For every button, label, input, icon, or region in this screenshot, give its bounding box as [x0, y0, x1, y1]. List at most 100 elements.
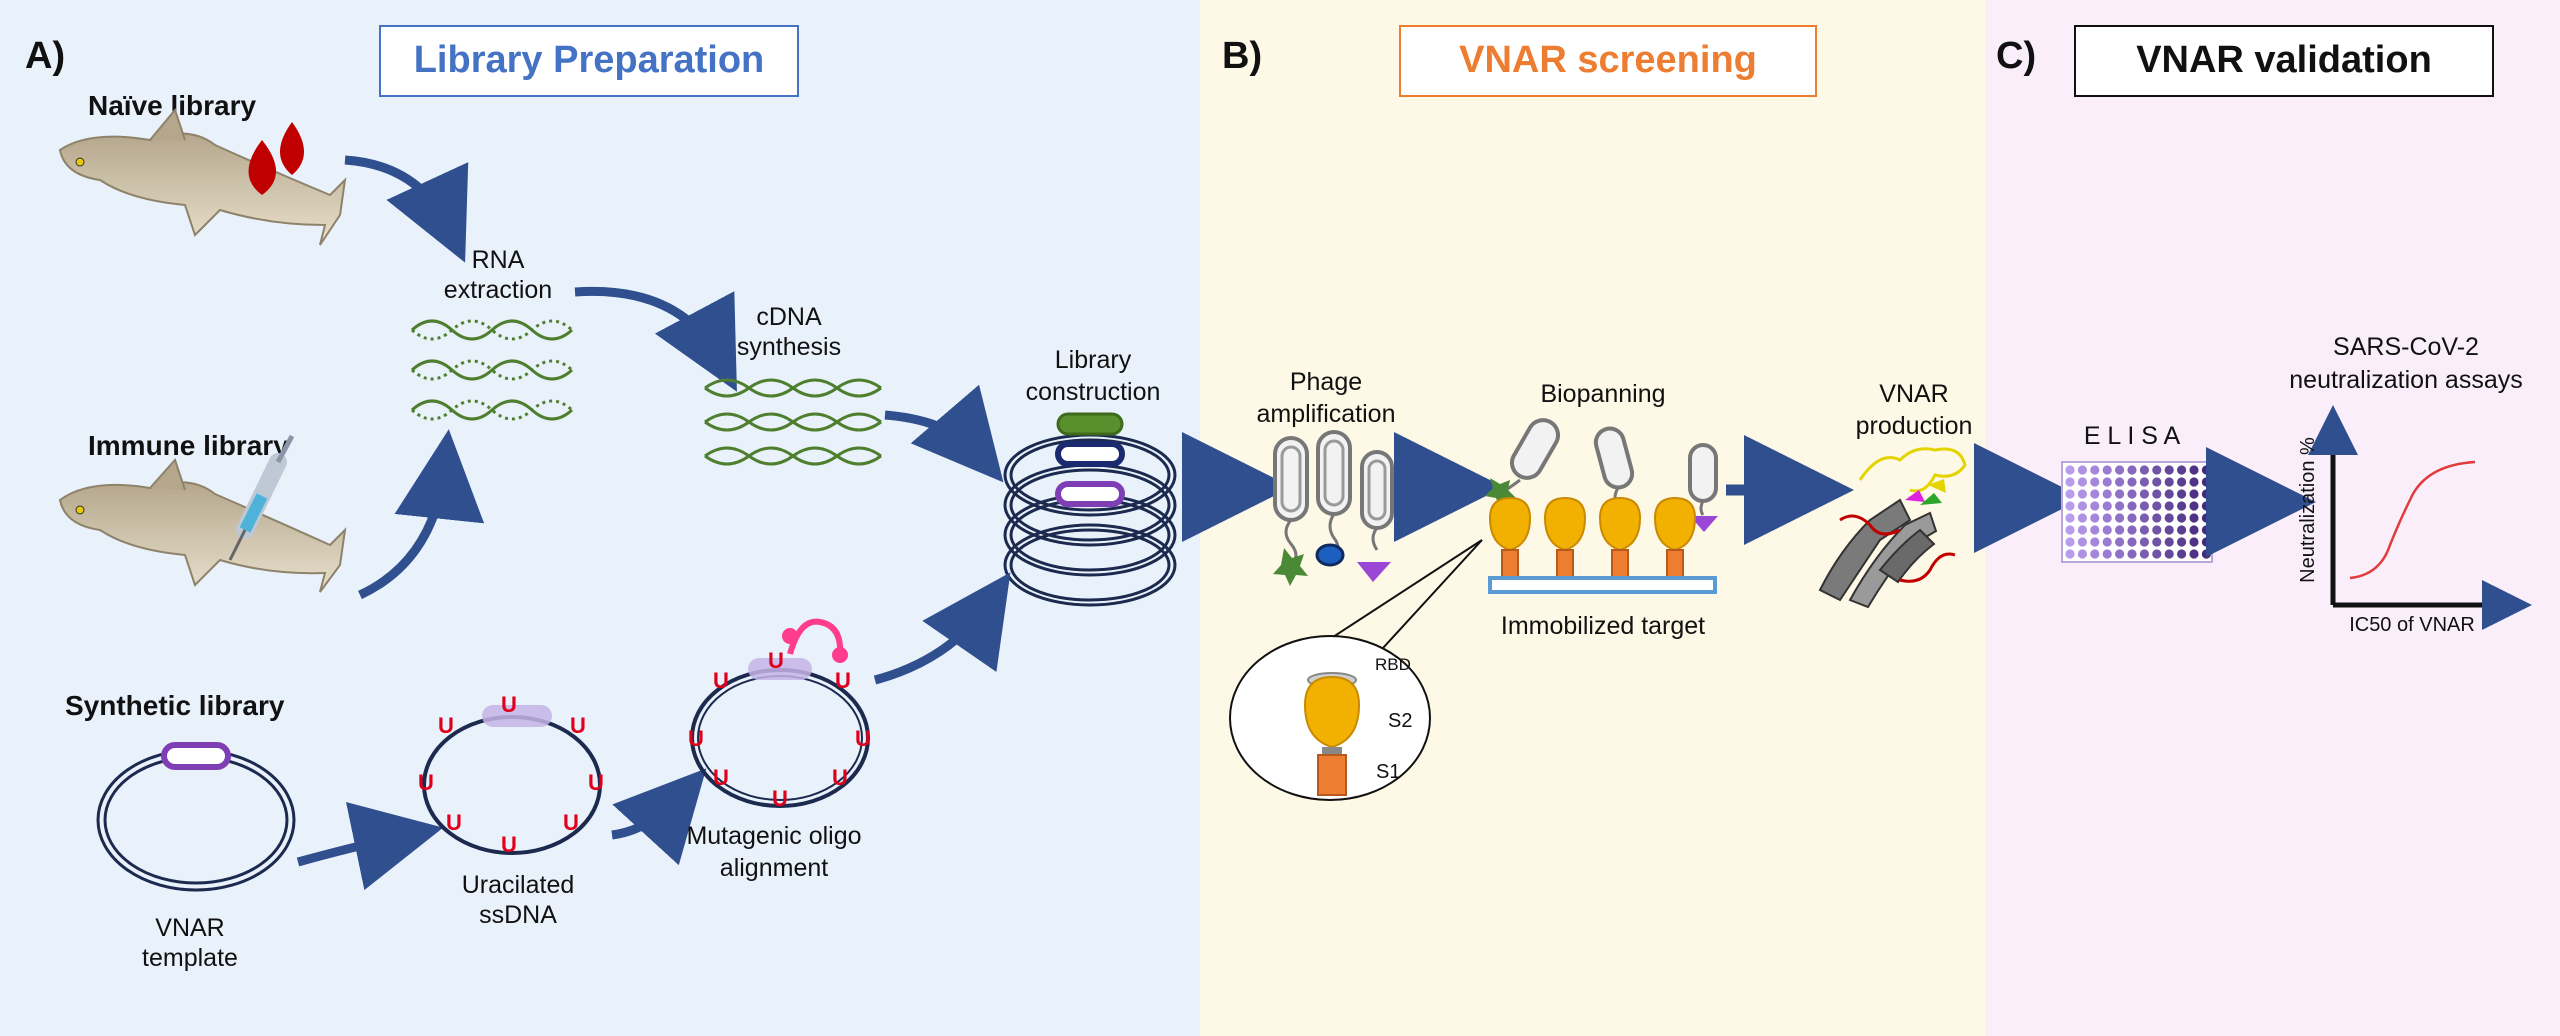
elisa-well — [2065, 513, 2075, 523]
panel-a-letter: A) — [25, 35, 65, 77]
panel-c-title-box — [2074, 25, 2494, 97]
uracil-mark: U — [563, 810, 579, 835]
immobilization-surface — [1488, 576, 1717, 594]
panel-b-letter: B) — [1222, 35, 1262, 77]
elisa-well — [2164, 477, 2174, 487]
elisa-well — [2102, 525, 2112, 535]
elisa-well — [2201, 477, 2211, 487]
elisa-well — [2115, 489, 2125, 499]
library-inserts-icon — [1055, 412, 1125, 507]
elisa-well — [2201, 549, 2211, 559]
elisa-well — [2127, 465, 2137, 475]
vnar-structure-icon — [1818, 447, 1967, 609]
elisa-well — [2090, 525, 2100, 535]
elisa-well — [2177, 537, 2187, 547]
panel-b-background — [1200, 0, 1985, 1036]
elisa-well — [2115, 525, 2125, 535]
vnar-template-label-1: VNAR — [155, 914, 224, 942]
arrow-naive-to-rna — [344, 155, 469, 263]
elisa-well — [2127, 489, 2137, 499]
phage-amplification-label-1: Phage — [1290, 368, 1362, 396]
rbd-label: RBD — [1375, 655, 1411, 674]
elisa-well — [2139, 525, 2149, 535]
elisa-well — [2077, 501, 2087, 511]
uracil-mark: U — [438, 713, 454, 738]
cdna-strands-icon — [704, 378, 882, 466]
elisa-well — [2127, 525, 2137, 535]
cdna-synthesis-label-1: cDNA — [756, 303, 822, 331]
elisa-well — [2152, 513, 2162, 523]
elisa-well — [2102, 489, 2112, 499]
vnar-template-plasmid-icon — [96, 742, 296, 892]
elisa-well — [2077, 549, 2087, 559]
arrow-cdna-to-library — [884, 384, 1004, 483]
elisa-well — [2127, 537, 2137, 547]
elisa-well — [2090, 513, 2100, 523]
elisa-well — [2102, 465, 2112, 475]
elisa-well — [2201, 465, 2211, 475]
elisa-well — [2127, 549, 2137, 559]
elisa-well — [2090, 537, 2100, 547]
elisa-well — [2139, 501, 2149, 511]
spike-proteins-icon — [1488, 496, 1697, 579]
elisa-well — [2102, 537, 2112, 547]
phage-particles-icon — [1273, 430, 1394, 586]
panel-a-title: Library Preparation — [414, 39, 765, 81]
mutagenic-oligo-plasmid-icon — [690, 658, 870, 808]
elisa-well — [2090, 465, 2100, 475]
immune-shark-icon — [58, 458, 347, 593]
elisa-well — [2189, 549, 2199, 559]
elisa-well — [2177, 465, 2187, 475]
elisa-well — [2152, 537, 2162, 547]
elisa-well — [2090, 501, 2100, 511]
elisa-well — [2115, 465, 2125, 475]
elisa-well — [2139, 465, 2149, 475]
uracil-mark: U — [772, 786, 788, 811]
panel-b-title: VNAR screening — [1459, 39, 1757, 81]
biopanning-label: Biopanning — [1540, 380, 1665, 408]
mutagenic-oligo-label-1: Mutagenic oligo — [686, 822, 861, 850]
uracilated-ssdna-label-1: Uracilated — [462, 871, 575, 899]
elisa-well — [2201, 489, 2211, 499]
elisa-well — [2127, 501, 2137, 511]
elisa-well — [2164, 501, 2174, 511]
phage-amplification-label-2: amplification — [1257, 400, 1396, 428]
cdna-synthesis-label-2: synthesis — [737, 333, 841, 361]
arrow-oligo-to-library — [873, 572, 1011, 685]
elisa-well — [2164, 513, 2174, 523]
panel-b-title-box — [1399, 25, 1817, 97]
s2-label: S2 — [1388, 710, 1412, 732]
elisa-well — [2152, 477, 2162, 487]
uracil-mark: U — [688, 726, 704, 751]
elisa-well — [2201, 501, 2211, 511]
elisa-well — [2127, 477, 2137, 487]
elisa-well — [2189, 465, 2199, 475]
uracilated-ssdna-label-2: ssDNA — [479, 901, 557, 929]
panel-c-title: VNAR validation — [2136, 39, 2432, 81]
library-construction-label-1: Library — [1055, 346, 1132, 374]
elisa-well — [2065, 501, 2075, 511]
library-construction-label-2: construction — [1026, 378, 1161, 406]
elisa-well — [2090, 477, 2100, 487]
rna-extraction-label-1: RNA — [472, 246, 525, 274]
uracil-marks-oligo: U U U U U U U U — [688, 648, 871, 811]
naive-shark-icon — [58, 107, 347, 246]
elisa-well — [2102, 477, 2112, 487]
uracil-mark: U — [588, 770, 604, 795]
uracil-mark: U — [713, 765, 729, 790]
assays-title-2: neutralization assays — [2289, 366, 2522, 394]
elisa-well — [2139, 477, 2149, 487]
elisa-well — [2189, 513, 2199, 523]
s1-label: S1 — [1376, 761, 1400, 783]
mutagenic-oligo-label-2: alignment — [720, 854, 828, 882]
neutralization-plot — [2308, 405, 2532, 630]
elisa-well — [2164, 489, 2174, 499]
elisa-well — [2077, 465, 2087, 475]
elisa-well — [2090, 549, 2100, 559]
elisa-well — [2189, 489, 2199, 499]
elisa-well — [2139, 549, 2149, 559]
elisa-well — [2065, 549, 2075, 559]
arrow-template-to-ssdna — [296, 801, 444, 891]
elisa-well — [2177, 501, 2187, 511]
